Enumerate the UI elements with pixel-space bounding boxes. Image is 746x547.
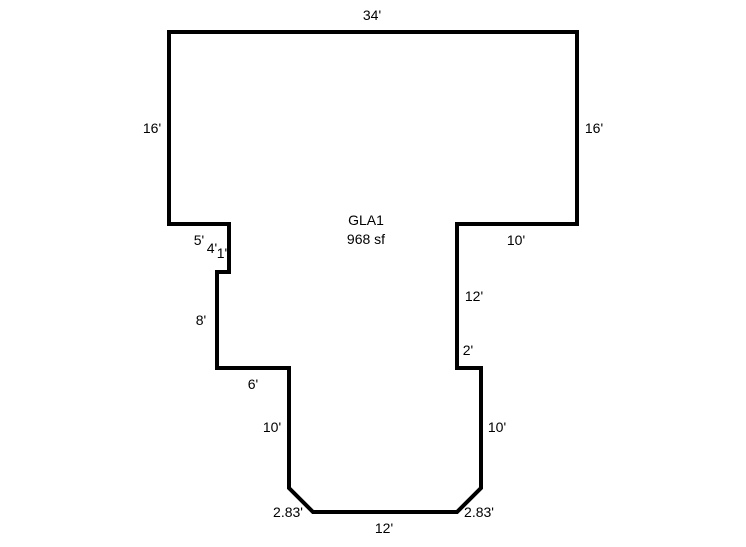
dimension-bottom-right-chamfer: 2.83' xyxy=(464,504,494,520)
dimension-right-lower: 10' xyxy=(488,419,506,435)
floor-plan-outline xyxy=(167,30,579,514)
dimension-left-lower: 10' xyxy=(263,419,281,435)
area-size: 968 sf xyxy=(347,231,385,247)
dimension-left-middle: 8' xyxy=(196,312,206,328)
dimension-upper-left: 16' xyxy=(143,120,161,136)
dimension-left-lower-step: 6' xyxy=(248,376,258,392)
dimension-left-step: 5' xyxy=(194,232,204,248)
dimension-left-notch-horizontal: 1' xyxy=(217,245,227,261)
area-name: GLA1 xyxy=(348,212,384,228)
dimension-right-step: 10' xyxy=(507,232,525,248)
dimension-upper-right: 16' xyxy=(585,120,603,136)
dimension-bottom: 12' xyxy=(375,520,393,536)
dimension-right-notch: 2' xyxy=(463,342,473,358)
dimension-left-notch-vertical: 4' xyxy=(207,240,217,256)
dimension-right-middle: 12' xyxy=(465,288,483,304)
dimension-top: 34' xyxy=(363,7,381,23)
dimension-bottom-left-chamfer: 2.83' xyxy=(273,504,303,520)
